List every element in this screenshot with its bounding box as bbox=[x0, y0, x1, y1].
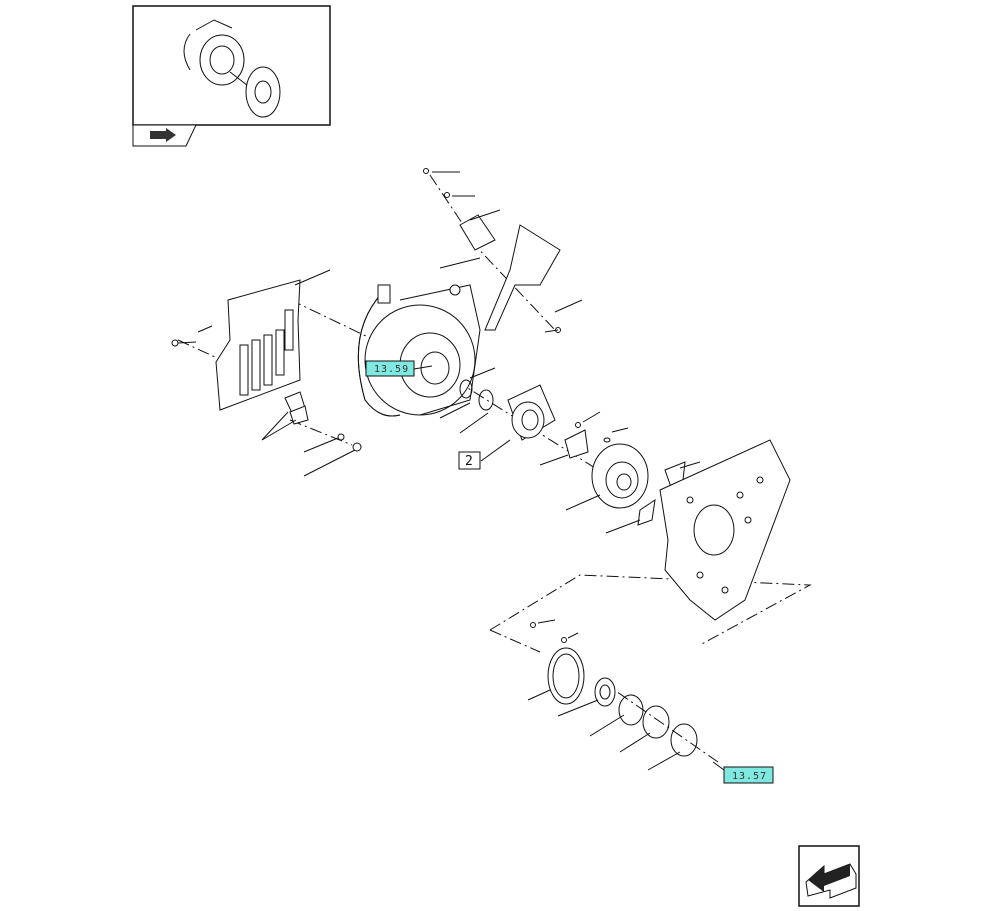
part-4-bearing bbox=[594, 677, 616, 707]
part-6-washer bbox=[603, 437, 611, 443]
part-11-snap-ring bbox=[670, 723, 698, 757]
part-16-bolt bbox=[530, 622, 536, 628]
back-navigation-button[interactable] bbox=[798, 845, 860, 907]
part-9-shim bbox=[637, 498, 656, 526]
hydraulic-motor-assembly bbox=[357, 284, 481, 417]
part-5-race bbox=[618, 694, 644, 726]
ref-box-13-59[interactable]: 13.59 bbox=[365, 360, 415, 377]
previous-page-icon bbox=[150, 128, 176, 142]
part-2-sleeve bbox=[564, 429, 589, 459]
part-7-bolt bbox=[575, 422, 581, 428]
part-24-washer bbox=[337, 433, 345, 441]
part-1-hub bbox=[591, 443, 649, 509]
part-12-ring bbox=[459, 379, 473, 399]
part-10-seal bbox=[642, 705, 670, 739]
plain-box-2: 2 bbox=[458, 451, 481, 470]
ref-label-13-57: 13.57 bbox=[732, 771, 767, 782]
thumbnail-drive-assembly-icon bbox=[183, 19, 281, 118]
part-15-washer bbox=[561, 637, 567, 643]
part-19-washer bbox=[444, 192, 450, 198]
plain-box-label: 2 bbox=[465, 454, 475, 469]
part-14-cover-ring bbox=[547, 647, 585, 705]
frame-side-plate bbox=[659, 439, 791, 621]
leader-lines bbox=[197, 171, 725, 771]
previous-view-tab[interactable] bbox=[132, 124, 197, 147]
part-22-guard-plate bbox=[215, 279, 301, 411]
part-3-seal bbox=[478, 389, 494, 411]
ref-label-13-59: 13.59 bbox=[374, 364, 409, 375]
part-17-bracket bbox=[459, 214, 561, 331]
part-26-clamps bbox=[284, 391, 309, 425]
ref-box-13-57[interactable]: 13.57 bbox=[723, 766, 774, 784]
part-25-nut bbox=[352, 442, 362, 452]
back-arrow-icon bbox=[805, 863, 857, 899]
part-27-bearing-flange bbox=[507, 384, 556, 441]
part-23-bolt bbox=[171, 339, 197, 347]
thumbnail-view[interactable] bbox=[132, 5, 331, 126]
part-20-bolt bbox=[423, 168, 429, 174]
